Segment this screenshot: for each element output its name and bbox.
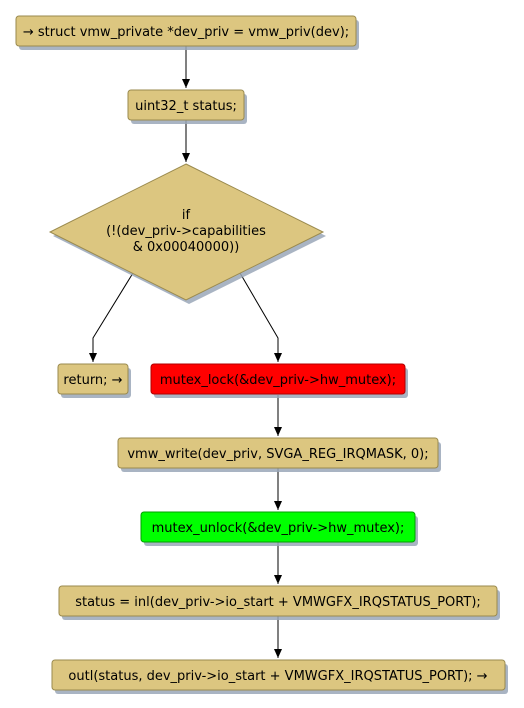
node-vmw-write[interactable]: vmw_write(dev_priv, SVGA_REG_IRQMASK, 0)… (117, 437, 441, 472)
node-condition-line-3: & 0x00040000)) (133, 240, 240, 255)
node-entry[interactable]: → struct vmw_private *dev_priv = vmw_pri… (15, 15, 359, 50)
node-mutex-lock-label: mutex_lock(&dev_priv->hw_mutex); (160, 373, 396, 388)
node-return[interactable]: return; → (57, 363, 131, 398)
node-outl-label: outl(status, dev_priv->io_start + VMWGFX… (68, 669, 487, 684)
node-outl[interactable]: outl(status, dev_priv->io_start + VMWGFX… (51, 659, 508, 694)
node-mutex-unlock-label: mutex_unlock(&dev_priv->hw_mutex); (152, 521, 405, 536)
node-vmw-write-label: vmw_write(dev_priv, SVGA_REG_IRQMASK, 0)… (127, 447, 428, 462)
node-inl-status-label: status = inl(dev_priv->io_start + VMWGFX… (75, 595, 481, 610)
node-entry-label: → struct vmw_private *dev_priv = vmw_pri… (23, 25, 349, 40)
node-mutex-lock[interactable]: mutex_lock(&dev_priv->hw_mutex); (150, 363, 408, 398)
node-inl-status[interactable]: status = inl(dev_priv->io_start + VMWGFX… (58, 585, 500, 620)
node-condition[interactable]: if (!(dev_priv->capabilities & 0x0004000… (48, 163, 326, 304)
node-condition-line-2: (!(dev_priv->capabilities (106, 224, 266, 239)
node-return-label: return; → (63, 373, 122, 388)
node-decl-status[interactable]: uint32_t status; (127, 89, 247, 124)
edges (89, 46, 282, 658)
node-decl-status-label: uint32_t status; (135, 99, 237, 114)
edge-cond-to-lock (239, 272, 282, 362)
node-condition-line-1: if (182, 208, 191, 223)
edge-cond-to-return (89, 272, 134, 362)
node-mutex-unlock[interactable]: mutex_unlock(&dev_priv->hw_mutex); (140, 511, 418, 546)
